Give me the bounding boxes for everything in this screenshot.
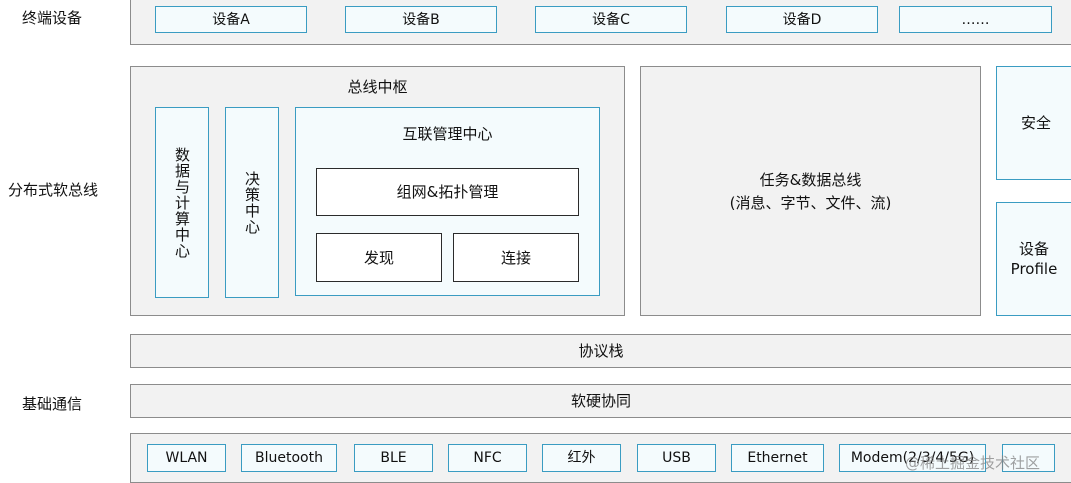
task-data-bus-subtitle: (消息、字节、文件、流) [729, 194, 892, 212]
task-data-bus-panel [640, 66, 981, 316]
layer-label-softbus: 分布式软总线 [8, 181, 99, 199]
layer-label-basic-comm: 基础通信 [22, 395, 83, 413]
interconnect-center-title: 互联管理中心 [402, 125, 493, 143]
discovery-box: 发现 [316, 233, 442, 282]
comm-modem-box: Modem(2/3/4/5G) [839, 444, 986, 472]
device-profile-line1: 设备 [1018, 240, 1049, 258]
comm-ble-box: BLE [354, 444, 433, 472]
comm-infrared-box: 红外 [542, 444, 621, 472]
hw-sw-bar: 软硬协同 [130, 384, 1071, 418]
comm-more-box [1002, 444, 1055, 472]
comm-bluetooth-box: Bluetooth [241, 444, 337, 472]
task-data-bus-title: 任务&数据总线 [759, 171, 862, 189]
security-box: 安全 [996, 66, 1071, 180]
connection-box: 连接 [453, 233, 579, 282]
comm-wlan-box: WLAN [147, 444, 226, 472]
watermark-text: @稀土掘金技术社区 [905, 454, 1041, 472]
comm-usb-box: USB [637, 444, 716, 472]
device-b-box: 设备B [345, 6, 497, 33]
device-profile-line2: Profile [1010, 260, 1058, 278]
comm-nfc-box: NFC [448, 444, 527, 472]
device-more-box: …… [899, 6, 1052, 33]
decision-center-box: 决策中心 [225, 107, 279, 298]
layer-label-terminal: 终端设备 [22, 9, 83, 27]
bus-hub-title: 总线中枢 [347, 78, 408, 96]
device-profile-box [996, 202, 1071, 316]
protocol-stack-bar: 协议栈 [130, 334, 1071, 368]
device-a-box: 设备A [155, 6, 307, 33]
networking-topology-box: 组网&拓扑管理 [316, 168, 579, 216]
device-c-box: 设备C [535, 6, 687, 33]
data-compute-center-box: 数据与计算中心 [155, 107, 209, 298]
device-d-box: 设备D [726, 6, 878, 33]
comm-ethernet-box: Ethernet [731, 444, 824, 472]
